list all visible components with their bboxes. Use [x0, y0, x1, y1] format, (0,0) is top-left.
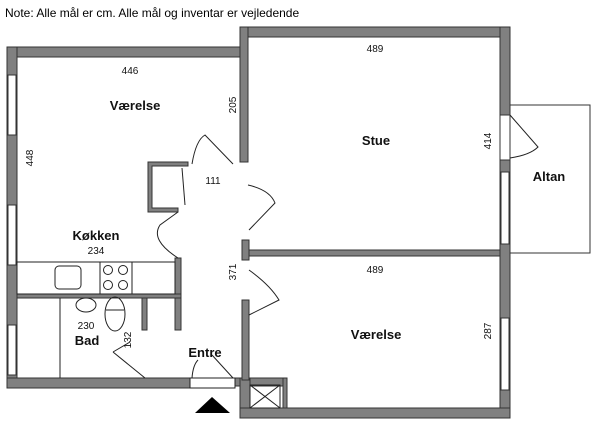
washbasin-icon	[75, 297, 97, 313]
entre-dim: 371	[228, 263, 239, 280]
stue-width: 489	[367, 44, 384, 55]
vaerelse-1-side: 205	[228, 96, 239, 113]
entrance-arrow-icon	[195, 397, 230, 413]
closet-dim: 111	[205, 176, 221, 187]
doors	[112, 114, 539, 389]
altan-label: Altan	[533, 169, 566, 184]
stue-depth: 414	[483, 132, 494, 149]
sink-icon	[54, 265, 82, 290]
walls	[6, 26, 511, 419]
vaerelse-2-label: Værelse	[351, 327, 402, 342]
stove-hob-icon	[103, 265, 128, 290]
entre-label: Entre	[188, 345, 221, 360]
vaerelse-1-depth: 448	[25, 149, 36, 166]
kokken-label: Køkken	[73, 228, 120, 243]
vaerelse-1-label: Værelse	[110, 98, 161, 113]
vaerelse-2-width: 489	[367, 265, 384, 276]
stue-label: Stue	[362, 133, 390, 148]
vaerelse-1-width: 446	[122, 66, 139, 77]
bad-width: 230	[78, 321, 95, 332]
shaft-icon	[249, 384, 281, 409]
windows	[7, 74, 511, 391]
bad-depth: 132	[123, 331, 134, 348]
toilet-icon	[104, 296, 126, 332]
plan-note: Note: Alle mål er cm. Alle mål og invent…	[5, 6, 300, 20]
kitchen-counter	[16, 261, 176, 295]
vaerelse-2-depth: 287	[483, 322, 494, 339]
bad-label: Bad	[75, 333, 100, 348]
kokken-dim: 234	[88, 246, 105, 257]
